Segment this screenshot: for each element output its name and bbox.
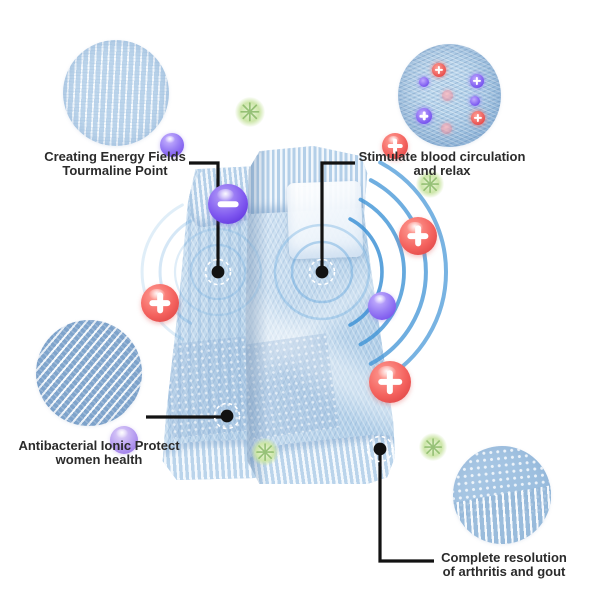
negative-ion-orb minus-icon	[160, 133, 184, 157]
positive-ion-orb plus-icon	[399, 217, 437, 255]
callout-arthritis-gout: Complete resolution of arthritis and gou…	[384, 551, 600, 578]
herbal-sparkle-icon	[416, 170, 444, 198]
callout-tourmaline-point: Creating Energy Fields Tourmaline Point	[0, 150, 235, 177]
fabric-closeup-tourmaline-knit	[63, 40, 169, 146]
negative-ion-orb minus-icon	[368, 292, 396, 320]
fabric-closeup-arthritis-knit	[453, 446, 551, 544]
callout-line: of arthritis and gout	[442, 563, 566, 579]
callout-line: and relax	[413, 162, 471, 178]
herbal-sparkle-icon	[419, 433, 447, 461]
positive-ion-orb plus-icon	[141, 284, 179, 322]
herbal-sparkle-icon	[235, 97, 265, 127]
callout-line: women health	[55, 451, 143, 467]
fabric-closeup-antibacterial-weave	[36, 320, 142, 426]
plus-ion-dot-icon	[471, 111, 485, 125]
callout-antibacterial: Antibacterial Ionic Protect women health	[0, 439, 219, 466]
callout-blood-circulation: Stimulate blood circulation and relax	[322, 150, 562, 177]
callout-line: Complete resolution	[441, 550, 567, 565]
plus-ion-dot-icon	[432, 63, 446, 77]
herbal-sparkle-icon	[251, 438, 279, 466]
callout-line: Creating Energy Fields	[44, 149, 186, 164]
callout-line: Antibacterial Ionic Protect	[18, 438, 180, 453]
callout-line: Stimulate blood circulation	[358, 149, 526, 164]
positive-ion-orb plus-icon	[382, 133, 408, 159]
ion-dot-icon	[419, 77, 429, 87]
ion-dot-icon	[441, 123, 452, 134]
callout-line: Tourmaline Point	[62, 162, 168, 178]
ion-dot-icon	[470, 96, 480, 106]
fabric-closeup-ion-mesh	[398, 44, 501, 147]
negative-ion-orb minus-icon	[110, 426, 138, 454]
plus-ion-dot-icon	[470, 74, 484, 88]
plus-ion-dot-icon	[416, 108, 432, 124]
positive-ion-orb plus-icon	[369, 361, 411, 403]
ion-dot-icon	[442, 90, 453, 101]
negative-ion-orb minus-icon	[208, 184, 248, 224]
